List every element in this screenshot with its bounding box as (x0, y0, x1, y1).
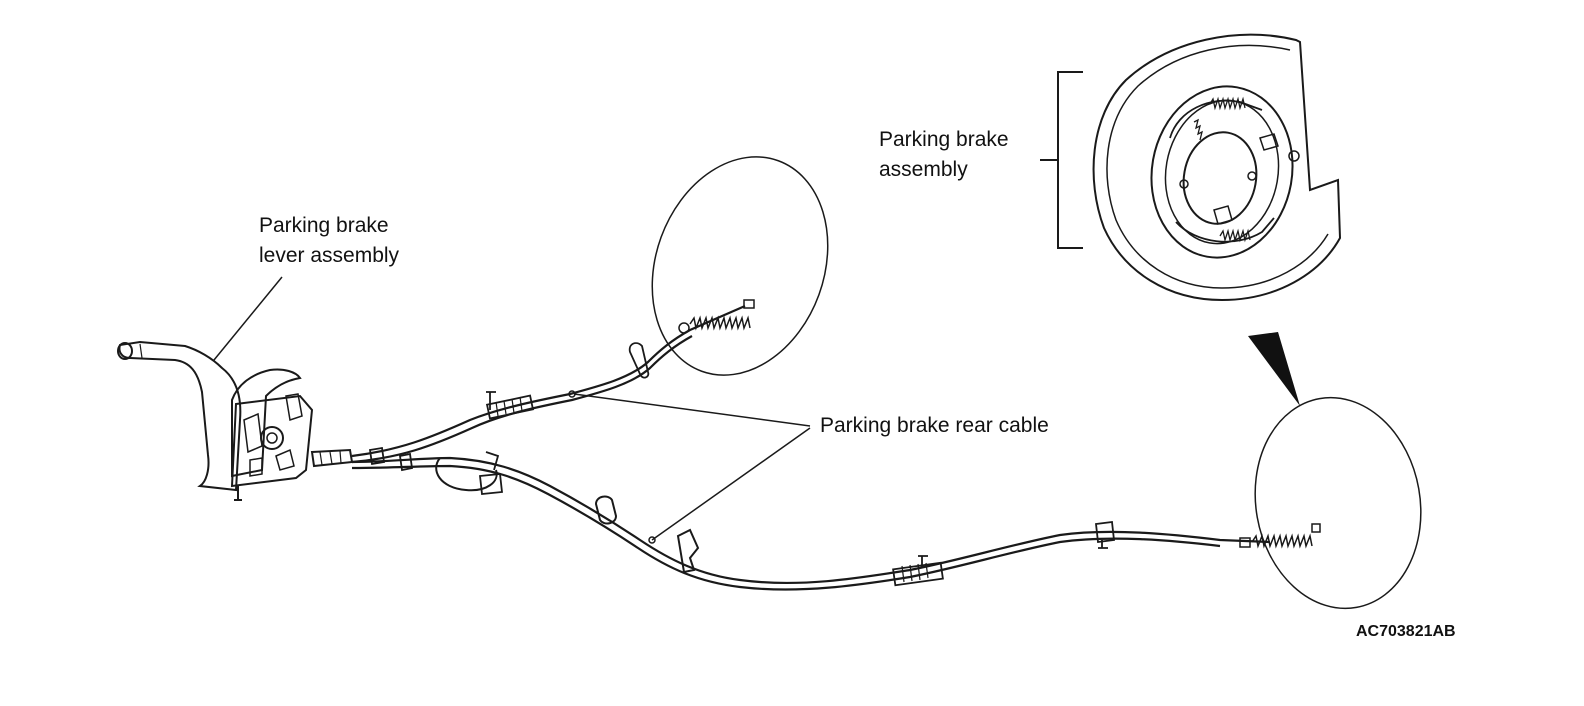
brake-assembly-label-line1: Parking brake (879, 128, 1009, 151)
rear-cable-illustration (351, 299, 1321, 591)
figure-code: AC703821AB (1356, 623, 1456, 640)
detail-pointer (1248, 332, 1300, 406)
rear-cable-leader-line-upper (573, 393, 811, 427)
rear-cable-label: Parking brake rear cable (820, 414, 1049, 437)
lever-assembly-illustration (117, 340, 354, 501)
assembly-bracket (1040, 71, 1083, 249)
lever-assembly-label-line2: lever assembly (259, 244, 400, 267)
lever-assembly-label-line1: Parking brake (259, 214, 389, 237)
detail-circle-right (1254, 396, 1422, 610)
detail-circle-left (651, 156, 829, 376)
lever-leader-line (213, 276, 283, 361)
brake-assembly-label-line2: assembly (879, 158, 968, 181)
rear-cable-leader-line-lower (651, 427, 811, 541)
brake-assembly-illustration (1092, 33, 1342, 302)
